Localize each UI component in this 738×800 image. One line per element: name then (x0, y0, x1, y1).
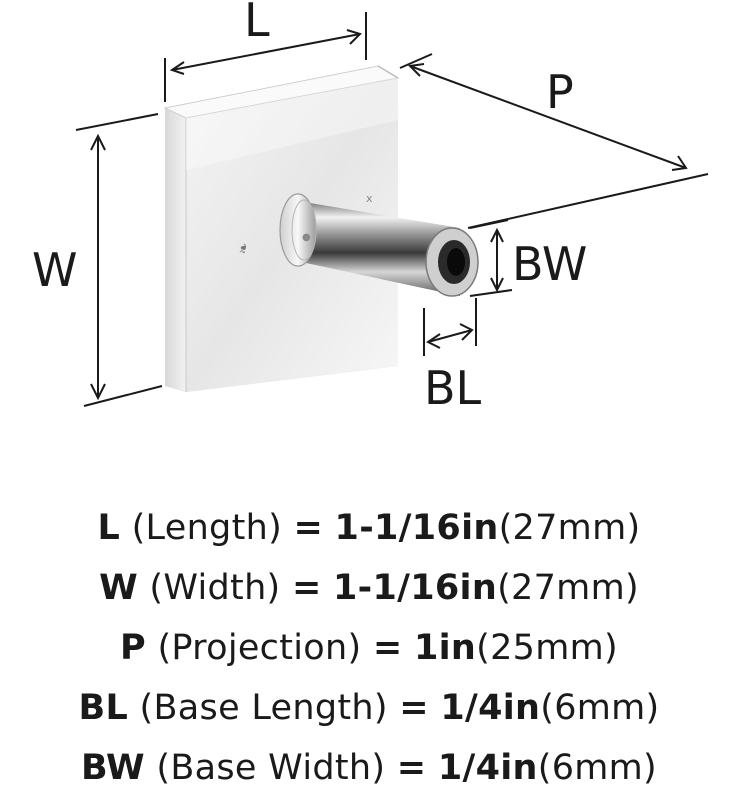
spec-equals: = (291, 568, 322, 608)
spec-description: (Base Width) (156, 748, 386, 788)
spec-row-length: L (Length) = 1-1/16in(27mm) (0, 498, 738, 558)
hook-illustration: ❧ ● x (32, 0, 709, 415)
dimension-label-w: W (32, 243, 77, 297)
dimension-label-p: P (546, 65, 574, 119)
brand-logo: ❧ (235, 241, 253, 255)
dimension-lines (75, 12, 709, 407)
spec-equals: = (396, 748, 427, 788)
svg-text:●: ● (302, 232, 311, 243)
mounting-plate: ❧ (163, 65, 400, 392)
svg-text:x: x (366, 192, 373, 205)
spec-description: (Projection) (157, 628, 362, 668)
product-dimension-diagram: ❧ ● x (32, 0, 709, 415)
spec-metric: (27mm) (497, 568, 639, 608)
spec-row-base-length: BL (Base Length) = 1/4in(6mm) (0, 678, 738, 738)
spec-description: (Base Length) (139, 688, 388, 728)
spec-equals: = (293, 508, 324, 548)
dimension-label-bw: BW (512, 237, 587, 291)
spec-imperial: 1-1/16in (334, 508, 499, 548)
spec-imperial: 1-1/16in (333, 568, 498, 608)
dimension-spec-list: L (Length) = 1-1/16in(27mm) W (Width) = … (0, 498, 738, 798)
spec-row-base-width: BW (Base Width) = 1/4in(6mm) (0, 738, 738, 798)
spec-key: BW (80, 748, 145, 788)
spec-equals: = (372, 628, 403, 668)
spec-metric: (27mm) (498, 508, 641, 548)
spec-key: W (99, 568, 138, 608)
spec-equals: = (399, 688, 429, 728)
spec-description: (Width) (149, 568, 281, 608)
spec-key: P (120, 628, 146, 668)
spec-key: BL (78, 688, 129, 728)
spec-metric: (25mm) (476, 628, 618, 668)
spec-description: (Length) (131, 508, 283, 548)
spec-row-width: W (Width) = 1-1/16in(27mm) (0, 558, 738, 618)
spec-row-projection: P (Projection) = 1in(25mm) (0, 618, 738, 678)
spec-metric: (6mm) (540, 688, 660, 728)
dimension-label-bl: BL (424, 361, 482, 415)
spec-imperial: 1in (413, 628, 477, 668)
spec-key: L (97, 508, 121, 548)
spec-imperial: 1/4in (440, 688, 541, 728)
hook-rod: ● x (279, 192, 479, 297)
dimension-label-l: L (244, 0, 270, 47)
spec-metric: (6mm) (537, 748, 658, 788)
spec-imperial: 1/4in (437, 748, 538, 788)
